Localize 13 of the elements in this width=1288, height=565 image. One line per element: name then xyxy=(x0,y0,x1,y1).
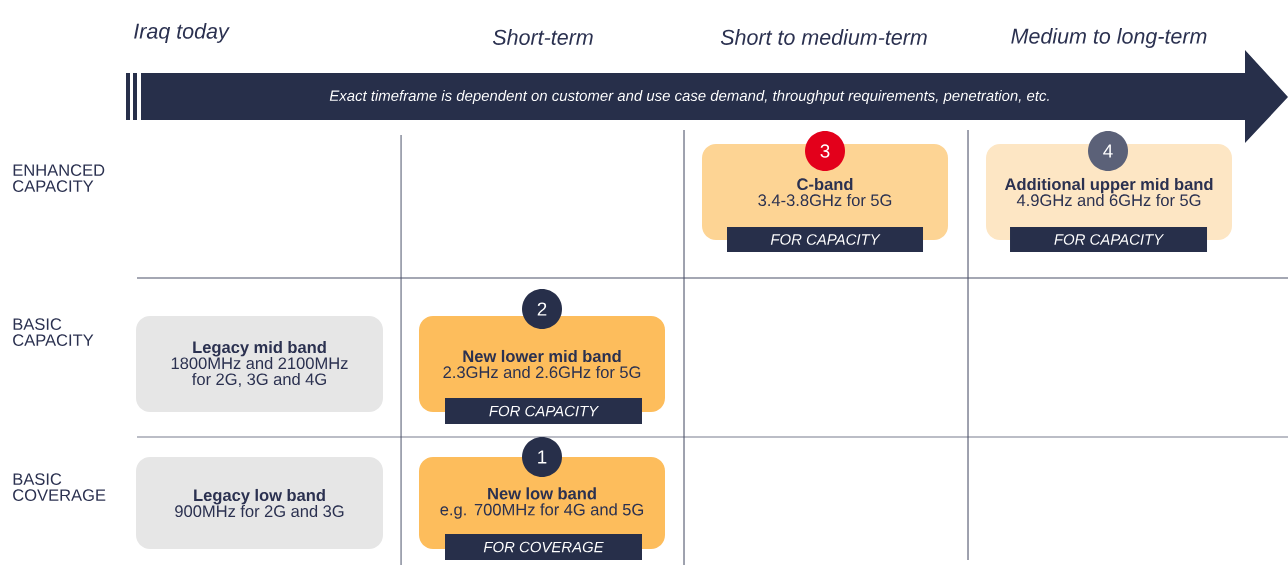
number-badge: 1 xyxy=(522,437,562,477)
tag-bar: FOR COVERAGE xyxy=(445,534,642,560)
tag-bar: FOR CAPACITY xyxy=(1010,227,1207,252)
number-badge: 3 xyxy=(805,131,845,171)
tag-bar: FOR CAPACITY xyxy=(727,227,923,252)
number-badge: 4 xyxy=(1088,131,1128,171)
band-box: Legacy low band 900MHz for 2G and 3G xyxy=(136,457,383,549)
row-label: BASIC COVERAGE xyxy=(13,473,106,501)
row-label: ENHANCED CAPACITY xyxy=(13,164,105,192)
tag-bar: FOR CAPACITY xyxy=(445,398,642,424)
number-badge: 2 xyxy=(522,289,562,329)
row-label: BASIC CAPACITY xyxy=(13,318,94,346)
band-box: Legacy mid band 1800MHz and 2100MHz for 2G, 3G and 4G xyxy=(136,316,383,412)
